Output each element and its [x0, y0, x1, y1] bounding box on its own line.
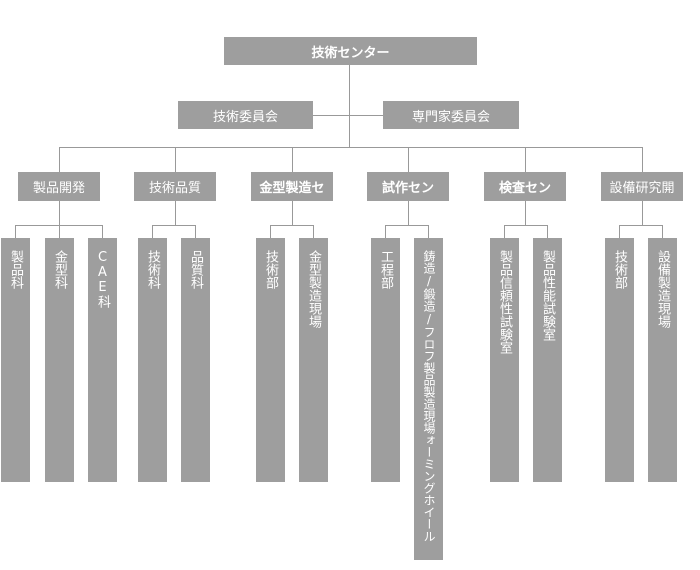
root-node: 技術センター	[224, 37, 477, 65]
department-node: 検査セン	[484, 172, 566, 201]
section-node: 技術科	[138, 238, 167, 482]
connector	[60, 147, 643, 148]
connector	[313, 115, 383, 116]
connector	[292, 147, 293, 172]
connector	[349, 65, 350, 147]
connector	[102, 225, 103, 238]
department-node: 金型製造セ	[251, 172, 333, 201]
section-node: 設備製造現場	[648, 238, 677, 482]
section-node: 鋳造/鍛造/フロフ製品製造現場ォーミングホイール	[414, 238, 443, 560]
connector	[642, 147, 643, 172]
committee-node: 技術委員会	[178, 101, 313, 129]
connector	[59, 201, 60, 225]
connector	[152, 225, 153, 238]
section-node: 金型製造現場	[299, 238, 328, 482]
connector	[270, 225, 314, 226]
section-node: 品質科	[181, 238, 210, 482]
connector	[152, 225, 196, 226]
connector	[15, 225, 16, 238]
department-node: 製品開発	[18, 172, 100, 201]
section-node: 金型科	[45, 238, 74, 482]
connector	[175, 201, 176, 225]
connector	[195, 225, 196, 238]
connector	[662, 225, 663, 238]
connector	[408, 147, 409, 172]
connector	[59, 225, 60, 238]
committee-node: 専門家委員会	[383, 101, 519, 129]
connector	[385, 225, 386, 238]
connector	[525, 147, 526, 172]
connector	[619, 225, 620, 238]
connector	[408, 201, 409, 225]
section-node: 製品信頼性試験室	[490, 238, 519, 482]
connector	[175, 147, 176, 172]
connector	[270, 225, 271, 238]
connector	[547, 225, 548, 238]
section-node: 製品科	[1, 238, 30, 482]
connector	[619, 225, 663, 226]
department-node: 技術品質	[134, 172, 216, 201]
connector	[428, 225, 429, 238]
section-node: CAE科	[88, 238, 117, 482]
connector	[504, 225, 548, 226]
section-node: 製品性能試験室	[533, 238, 562, 482]
connector	[525, 201, 526, 225]
department-node: 試作セン	[367, 172, 449, 201]
connector	[313, 225, 314, 238]
section-node: 技術部	[605, 238, 634, 482]
section-node: 技術部	[256, 238, 285, 482]
department-node: 設備研究開	[601, 172, 683, 201]
connector	[59, 147, 60, 172]
connector	[292, 201, 293, 225]
connector	[504, 225, 505, 238]
connector	[642, 201, 643, 225]
section-node: 工程部	[371, 238, 400, 482]
connector	[385, 225, 429, 226]
